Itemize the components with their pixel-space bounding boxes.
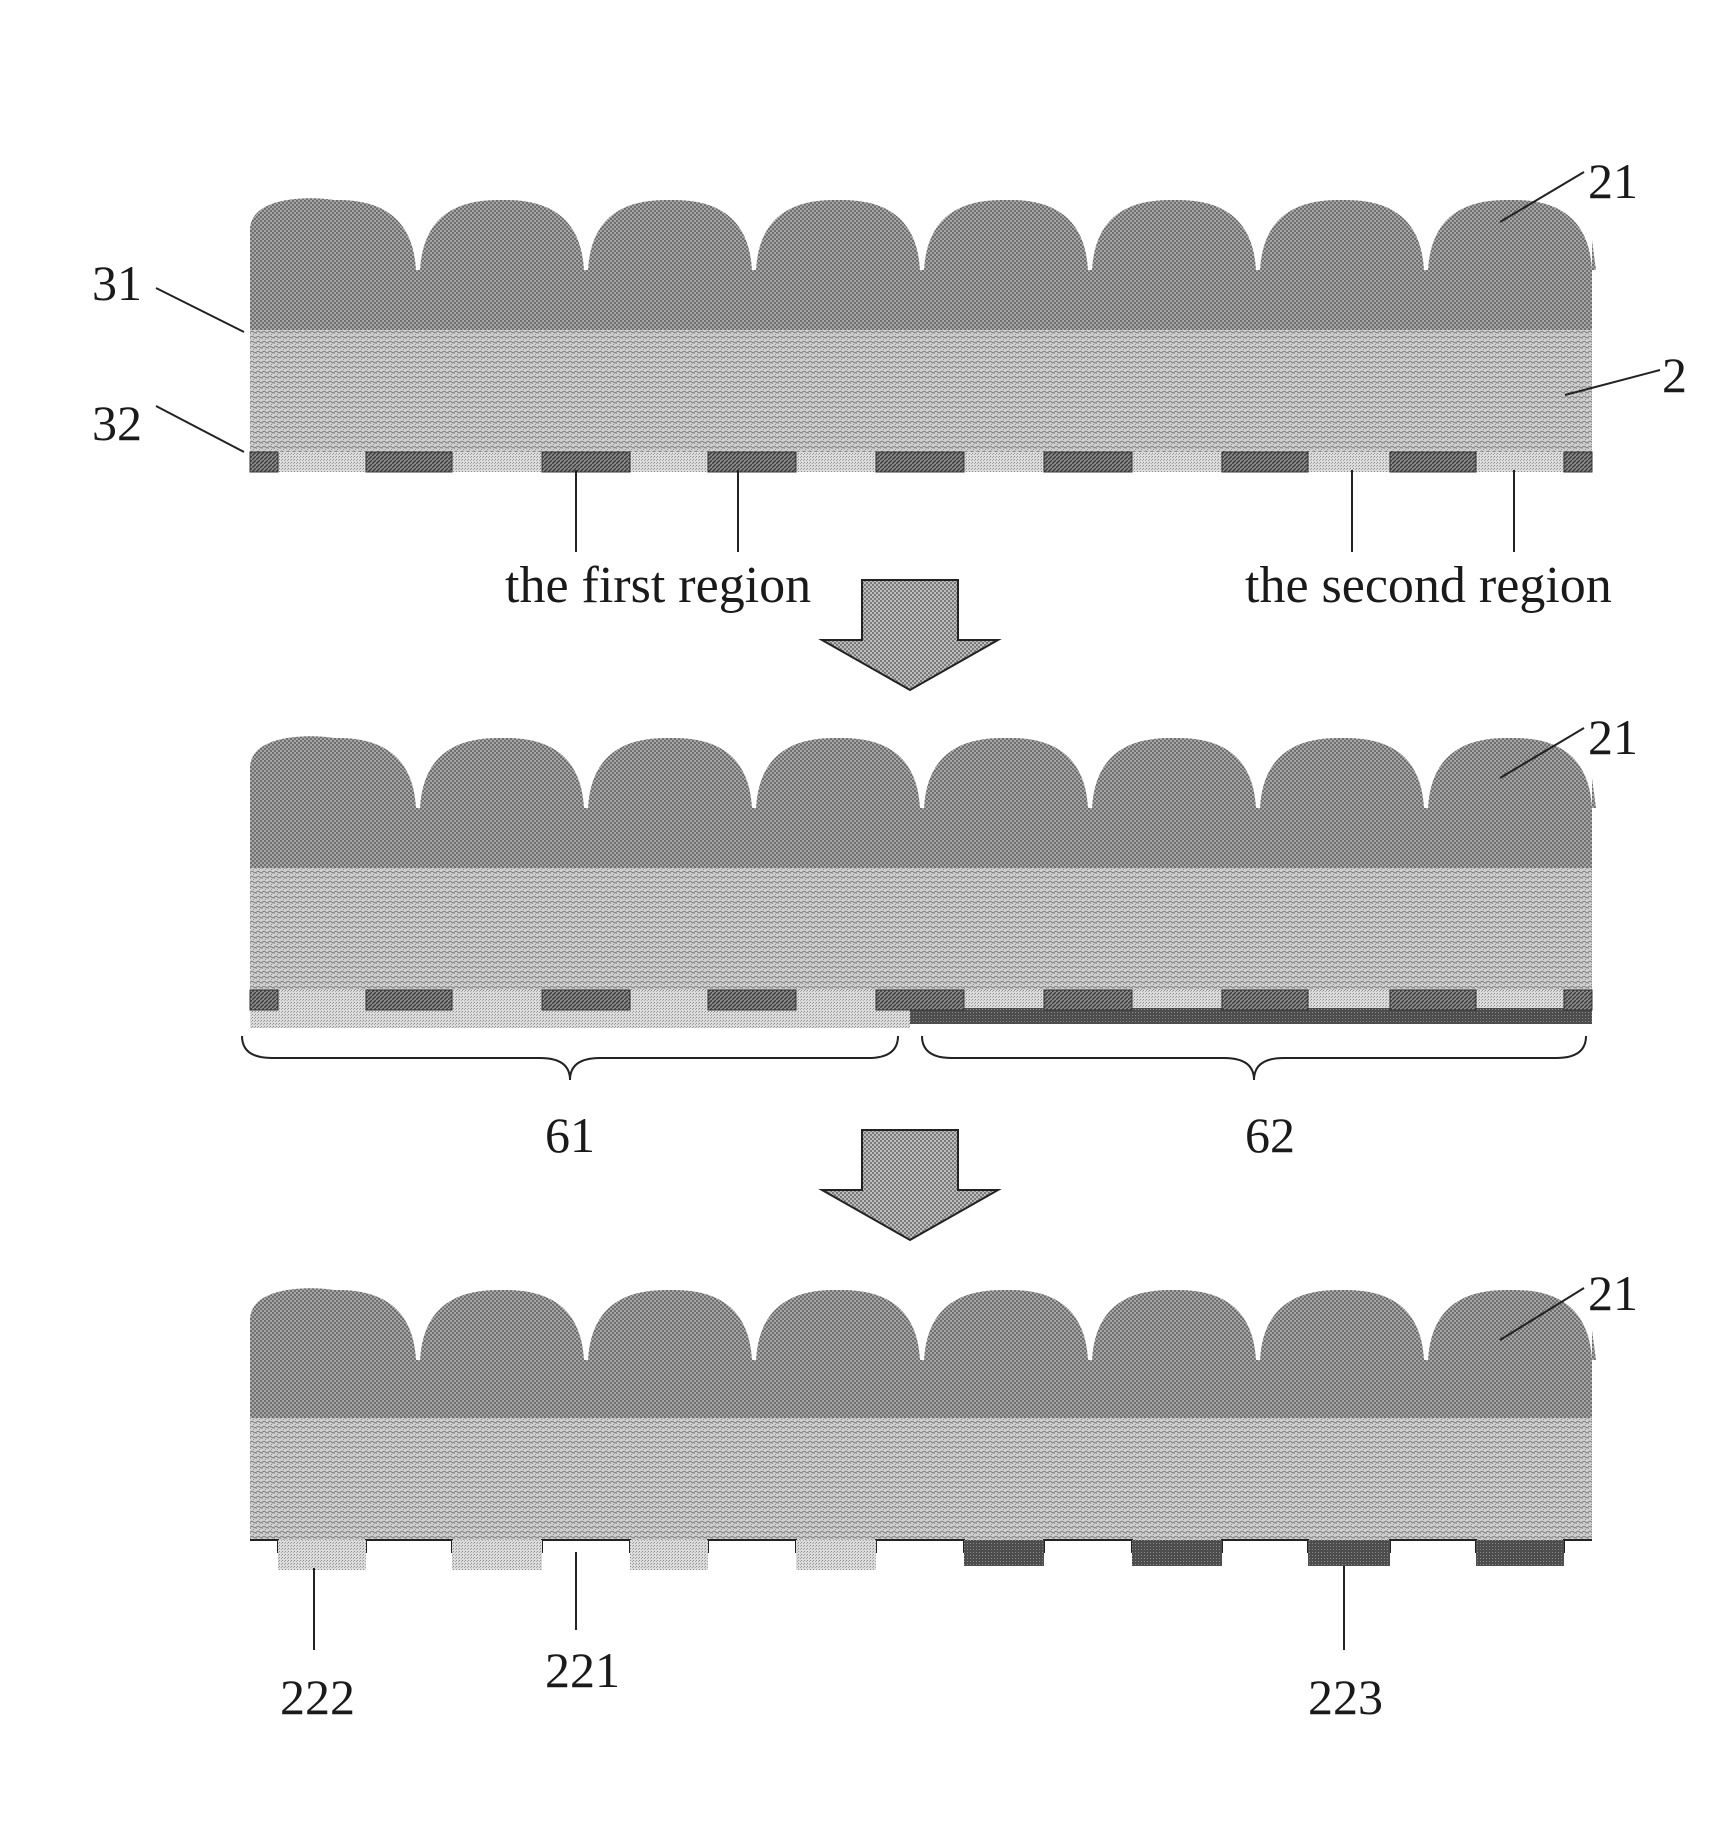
s1-mask-5	[1044, 452, 1132, 472]
s1-substrate	[250, 330, 1592, 452]
s1-mask-6	[1222, 452, 1308, 472]
label-21-middle: 21	[1588, 712, 1638, 762]
label-21-top: 21	[1588, 156, 1638, 206]
s1-mask-3	[708, 452, 796, 472]
s2-mask-3	[708, 990, 796, 1010]
s2-mask-7	[1390, 990, 1476, 1010]
s1-mask-1	[366, 452, 452, 472]
s1-mask-0	[250, 452, 278, 472]
label-62: 62	[1245, 1110, 1295, 1160]
label-32: 32	[92, 398, 142, 448]
s3-microstructure-3	[796, 1540, 876, 1570]
label-31: 31	[92, 258, 142, 308]
label-61: 61	[545, 1110, 595, 1160]
process-arrow-2	[822, 1130, 998, 1240]
process-arrow-1	[822, 580, 998, 690]
s2-mask-6	[1222, 990, 1308, 1010]
stage-1-initial	[250, 198, 1596, 472]
s3-bottom-outline	[250, 1540, 1592, 1552]
label-2: 2	[1662, 350, 1687, 400]
s3-microlens-array	[250, 1288, 1596, 1418]
s1-mask-7	[1390, 452, 1476, 472]
s1-mask-4	[876, 452, 964, 472]
s3-microstructure-1	[452, 1540, 542, 1570]
s3-microstructure-6	[1308, 1540, 1390, 1566]
s2-region-61-coating	[250, 1008, 910, 1028]
label-21-bottom: 21	[1588, 1268, 1638, 1318]
s2-mask-4	[876, 990, 964, 1010]
stage-2-regions	[242, 736, 1596, 1080]
leader-32	[156, 406, 244, 452]
s2-mask-5	[1044, 990, 1132, 1010]
label-first-region: the first region	[505, 560, 811, 612]
s3-microstructure-4	[964, 1540, 1044, 1566]
s2-mask-0	[250, 990, 278, 1010]
s3-microstructure-2	[630, 1540, 708, 1570]
s1-microlens-array	[250, 198, 1596, 330]
s2-microlens-array	[250, 736, 1596, 868]
label-223: 223	[1308, 1672, 1383, 1722]
s2-substrate	[250, 868, 1592, 990]
label-222: 222	[280, 1672, 355, 1722]
s2-brace-61	[242, 1036, 898, 1080]
label-221: 221	[545, 1645, 620, 1695]
s3-substrate	[250, 1418, 1592, 1540]
s2-mask-1	[366, 990, 452, 1010]
leader-31	[156, 288, 244, 332]
s1-mask-8	[1564, 452, 1592, 472]
s2-mask-8	[1564, 990, 1592, 1010]
s3-microstructure-0	[278, 1540, 366, 1570]
s2-mask-2	[542, 990, 630, 1010]
s1-mask-2	[542, 452, 630, 472]
label-second-region: the second region	[1245, 560, 1612, 612]
s3-microstructure-7	[1476, 1540, 1564, 1566]
stage-3-result	[250, 1288, 1596, 1570]
s2-brace-62	[922, 1036, 1586, 1080]
s3-microstructure-5	[1132, 1540, 1222, 1566]
